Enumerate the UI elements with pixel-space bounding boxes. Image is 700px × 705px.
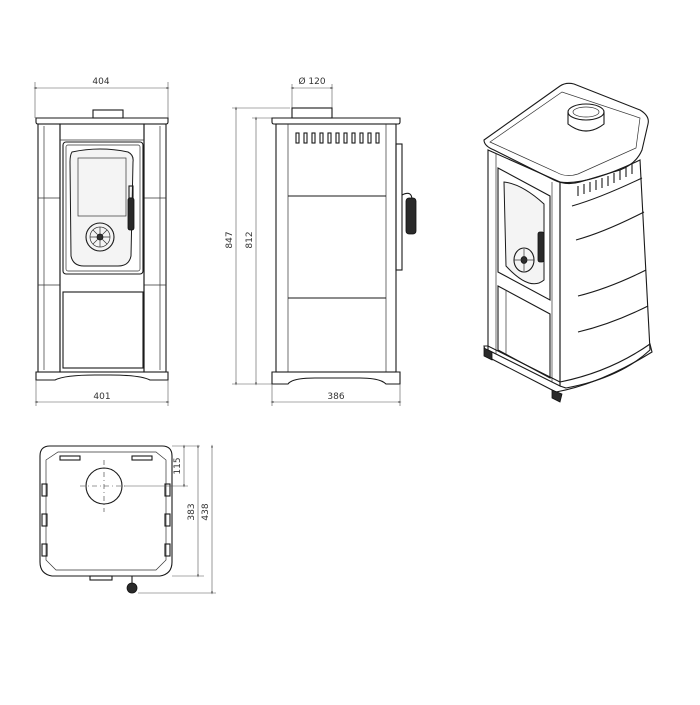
iso-flue (567, 103, 605, 132)
front-top-width-dimension: 404 (33, 77, 170, 118)
iso-handle (537, 231, 545, 263)
iso-log-compartment (497, 285, 551, 379)
top-view: 115 383 438 (39, 444, 216, 595)
isometric-view (483, 82, 653, 403)
log-compartment (62, 291, 144, 369)
top-inner-depth-label: 383 (187, 503, 197, 520)
side-base (271, 371, 401, 385)
body-height-dimension: 812 (245, 116, 272, 386)
body-height-label: 812 (245, 231, 255, 248)
side-door-edge (395, 143, 403, 271)
front-bottom-width-label: 401 (93, 392, 110, 402)
door-handle (127, 197, 135, 231)
top-side-ribs (41, 455, 171, 557)
flue-stub (92, 109, 124, 119)
side-top (271, 117, 401, 125)
iso-top (483, 82, 649, 185)
door-frame (62, 141, 144, 275)
top-flue (80, 460, 128, 512)
top-door-latch (89, 575, 113, 581)
side-view: Ø 120 847 812 (225, 76, 417, 406)
side-handle (405, 197, 417, 235)
side-depth-dimension: 386 (270, 384, 402, 406)
front-view: 404 (33, 77, 170, 406)
door-glass (69, 148, 134, 267)
side-frame (275, 123, 397, 373)
top-total-depth-dimension: 438 (138, 444, 216, 595)
top-plate (35, 117, 169, 125)
front-base (35, 371, 169, 381)
air-rosette (85, 222, 115, 252)
top-inner-depth-dimension: 383 (172, 444, 204, 578)
flue-diameter-dimension: Ø 120 (290, 76, 334, 108)
front-bottom-width-dimension: 401 (34, 380, 170, 406)
iso-right-face (559, 159, 651, 389)
top-outline (39, 445, 173, 577)
side-depth-label: 386 (327, 392, 344, 402)
top-handle-knob (126, 582, 138, 594)
left-column (37, 123, 61, 373)
side-flue (291, 107, 333, 119)
top-offset-label: 115 (173, 457, 183, 474)
front-top-width-label: 404 (92, 77, 109, 87)
total-height-dimension: 847 (225, 106, 290, 386)
total-height-label: 847 (225, 231, 235, 248)
iso-rosette (513, 247, 535, 273)
side-vent-slots (295, 132, 380, 144)
iso-base (483, 343, 653, 393)
flue-diameter-label: Ø 120 (298, 76, 325, 87)
iso-door (497, 167, 551, 301)
top-offset-dimension: 115 (124, 444, 200, 488)
iso-vent-slots (577, 164, 633, 196)
right-column (143, 123, 167, 373)
top-total-depth-label: 438 (201, 503, 211, 520)
